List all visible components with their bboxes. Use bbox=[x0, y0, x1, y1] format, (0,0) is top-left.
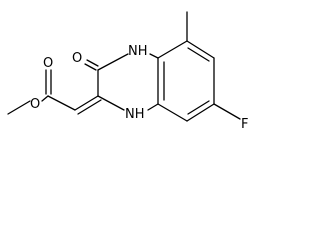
fluorine-label: F bbox=[241, 117, 248, 132]
nh-bottom-label: NH bbox=[125, 107, 145, 122]
bond-c7-c8-inner bbox=[187, 100, 210, 115]
molecule-drawing: O O O NH NH F bbox=[7, 11, 248, 132]
bond-c8-c8a bbox=[157, 103, 188, 122]
bond-o-carbonyl-c bbox=[41, 95, 49, 102]
nh-top-label: NH bbox=[128, 44, 148, 59]
bond-exocyclic-double-a bbox=[74, 95, 99, 111]
bond-carbonyl-c-ch bbox=[47, 95, 76, 111]
bond-n-top-c4a bbox=[149, 53, 159, 59]
ketone-oxygen-label: O bbox=[72, 51, 82, 66]
bond-c5-c6-inner bbox=[187, 47, 210, 62]
bond-ketone-double-a bbox=[84, 63, 97, 71]
ester-oxygen-label: O bbox=[30, 97, 40, 112]
bond-c5-c6 bbox=[186, 40, 215, 59]
bond-c3-n-top bbox=[97, 53, 129, 71]
bond-exocyclic-double-b bbox=[77, 99, 102, 115]
structure-diagram: O O O NH NH F bbox=[7, 11, 249, 132]
bond-c-f bbox=[213, 103, 241, 120]
bond-c4a-c5 bbox=[157, 40, 188, 59]
bond-n-bottom-c8a bbox=[147, 103, 159, 111]
bond-methyl-o bbox=[7, 100, 31, 115]
carbonyl-oxygen-label: O bbox=[43, 56, 53, 71]
bond-ketone-double-b bbox=[86, 59, 99, 67]
bond-c2-n-bottom bbox=[97, 95, 125, 111]
bond-c7-c8 bbox=[186, 103, 215, 122]
